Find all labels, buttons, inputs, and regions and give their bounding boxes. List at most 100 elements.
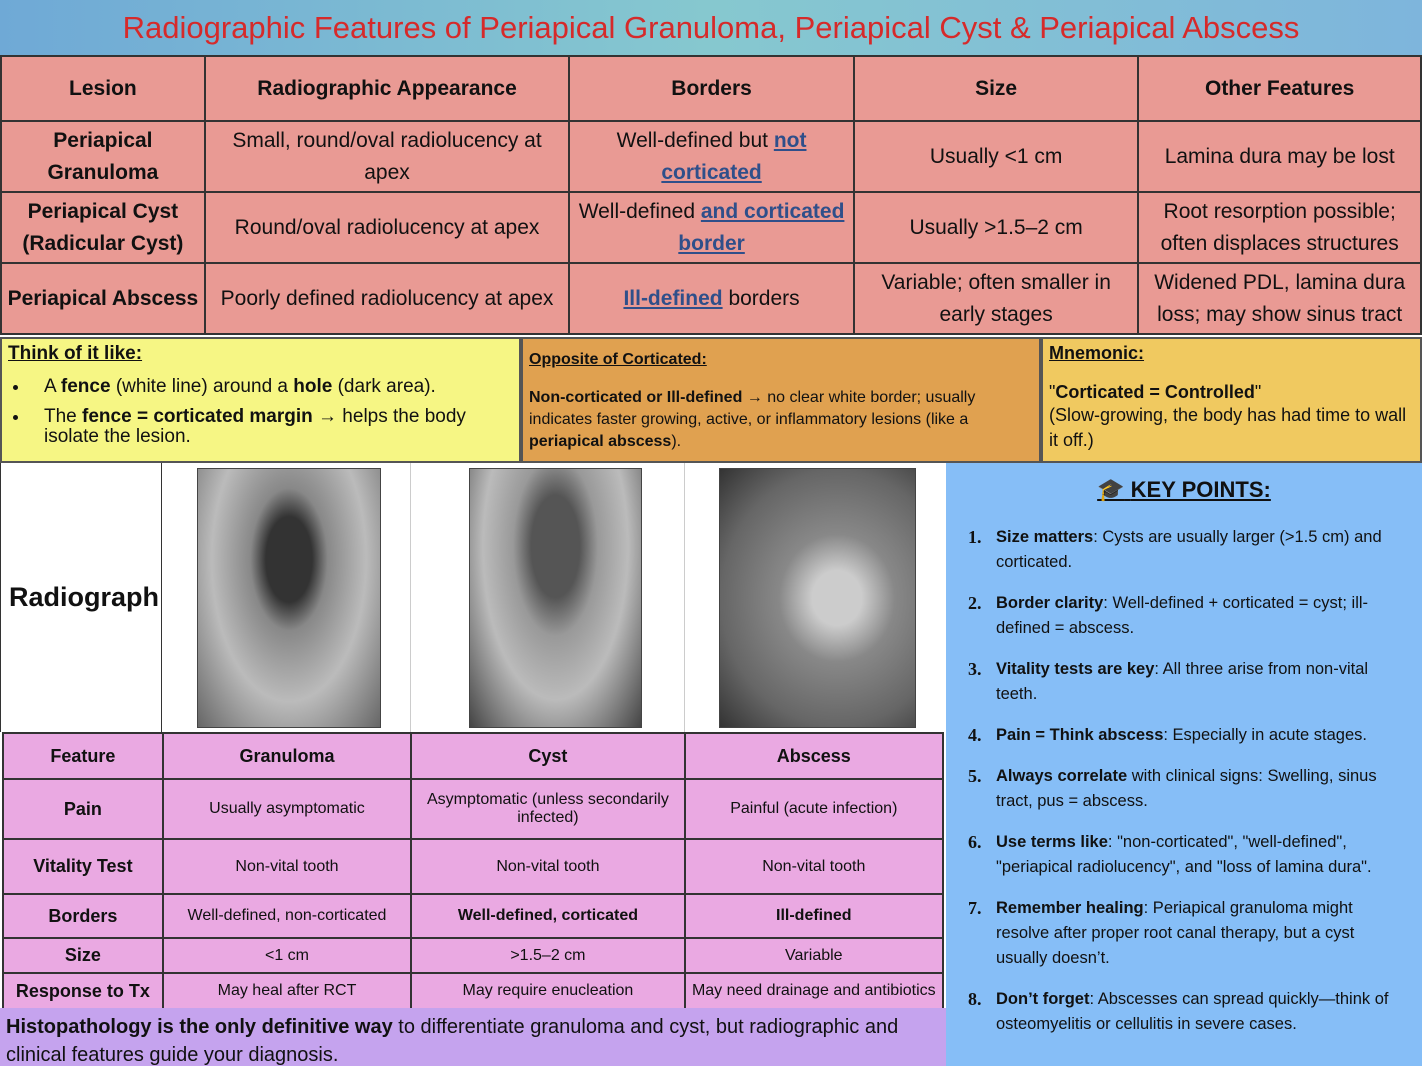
bold-text: Non-corticated or Ill-defined — [529, 389, 743, 406]
size-cell: Usually >1.5–2 cm — [852, 191, 1140, 264]
feature-cell: Pain — [2, 778, 164, 840]
bold-text: fence = corticated margin — [82, 406, 313, 427]
feature-cell: Size — [2, 937, 164, 974]
key-point-item: 5.Always correlate with clinical signs: … — [960, 764, 1408, 814]
key-point-item: 4.Pain = Think abscess: Especially in ac… — [960, 723, 1408, 748]
text: ). — [671, 433, 682, 450]
think-of-it-box: Think of it like: A fence (white line) a… — [0, 337, 521, 463]
bullet-item: The fence = corticated margin → helps th… — [30, 407, 513, 447]
cyst-cell: Well-defined, corticated — [410, 893, 686, 939]
bold-text: Don’t forget — [996, 990, 1090, 1008]
table-row: Vitality Test Non-vital tooth Non-vital … — [2, 838, 945, 895]
header-cell: Size — [852, 55, 1140, 122]
header-cell: Cyst — [410, 732, 686, 780]
text: : All three arise from non-vital teeth. — [996, 660, 1369, 703]
think-heading: Think of it like: — [8, 343, 143, 364]
table-header-row: Feature Granuloma Cyst Abscess — [2, 732, 945, 780]
mnemonic-box: Mnemonic: "Corticated = Controlled" (Slo… — [1041, 337, 1422, 463]
bold-text: Use terms like — [996, 833, 1108, 851]
table-row: Pain Usually asymptomatic Asymptomatic (… — [2, 778, 945, 840]
bold-text: Vitality tests are key — [996, 660, 1155, 678]
borders-link[interactable]: and corticated border — [678, 199, 845, 255]
size-cell: Usually <1 cm — [852, 120, 1140, 193]
abscess-radiograph-image — [719, 468, 916, 728]
item-text: Size matters: Cysts are usually larger (… — [996, 525, 1408, 575]
radiograph-section: Radiograph — [0, 463, 946, 732]
mnemonic-quote: "Corticated = Controlled" — [1049, 382, 1262, 402]
opposite-text: Non-corticated or Ill-defined → no clear… — [529, 387, 1033, 453]
text: : Cysts are usually larger (>1.5 cm) and… — [996, 528, 1382, 571]
granuloma-radiograph-image — [197, 468, 381, 728]
granuloma-cell: Usually asymptomatic — [161, 778, 413, 840]
abscess-cell: Painful (acute infection) — [683, 778, 945, 840]
borders-cell: Well-defined and corticated border — [568, 191, 855, 264]
table-row: Periapical Abscess Poorly defined radiol… — [0, 262, 1422, 335]
text: → helps the body isolate the lesion. — [44, 406, 466, 447]
item-number: 3. — [968, 659, 982, 679]
borders-cell: Well-defined but not corticated — [568, 120, 855, 193]
table-row: Periapical Cyst (Radicular Cyst) Round/o… — [0, 191, 1422, 264]
size-cell: Variable; often smaller in early stages — [852, 262, 1140, 335]
lesion-name: Periapical Granuloma — [0, 120, 206, 193]
borders-text: borders — [722, 286, 800, 310]
other-cell: Lamina dura may be lost — [1137, 120, 1422, 193]
feature-cell: Response to Tx — [2, 972, 164, 1010]
opposite-box: Opposite of Corticated: Non-corticated o… — [521, 337, 1041, 463]
key-point-item: 6.Use terms like: "non-corticated", "wel… — [960, 830, 1408, 880]
borders-link[interactable]: not corticated — [661, 128, 807, 184]
text: The — [44, 406, 83, 427]
table-row: Size <1 cm >1.5–2 cm Variable — [2, 937, 945, 974]
header-cell: Granuloma — [161, 732, 413, 780]
other-cell: Widened PDL, lamina dura loss; may show … — [1137, 262, 1422, 335]
key-point-item: 8. Don’t forget: Abscesses can spread qui… — [960, 987, 1408, 1037]
bold-text: Border clarity — [996, 594, 1104, 612]
text: : Periapical granuloma might resolve aft… — [996, 899, 1355, 967]
key-point-item: 2.Border clarity: Well-defined + cortica… — [960, 591, 1408, 641]
text: : Abscesses can spread quickly—think of … — [996, 990, 1389, 1033]
key-point-item: 3. Vitality tests are key: All three aris… — [960, 657, 1408, 707]
bold-text: Pain = Think abscess — [996, 726, 1164, 744]
bold-text: hole — [293, 376, 333, 397]
text: with clinical signs: Swelling, sinus tra… — [996, 767, 1377, 810]
table-row: Response to Tx May heal after RCT May re… — [2, 972, 945, 1010]
header-cell: Other Features — [1137, 55, 1422, 122]
text: (white line) around a — [110, 376, 294, 397]
feature-cell: Borders — [2, 893, 164, 939]
feature-cell: Vitality Test — [2, 838, 164, 895]
cyst-cell: Asymptomatic (unless secondarily infecte… — [410, 778, 686, 840]
table-row: Periapical Granuloma Small, round/oval r… — [0, 120, 1422, 193]
text: : "non-corticated", "well-defined", "per… — [996, 833, 1372, 876]
cyst-radiograph-image — [469, 468, 642, 728]
item-text: Use terms like: "non-corticated", "well-… — [996, 830, 1408, 880]
cyst-cell: Non-vital tooth — [410, 838, 686, 895]
header-cell: Abscess — [683, 732, 945, 780]
bold-text: Size matters — [996, 528, 1094, 546]
header-cell: Borders — [568, 55, 855, 122]
cyst-cell: May require enucleation — [410, 972, 686, 1010]
item-text: Vitality tests are key: All three arise … — [996, 657, 1408, 707]
bold-text: Always correlate — [996, 767, 1128, 785]
header-cell: Lesion — [0, 55, 206, 122]
granuloma-cell: <1 cm — [161, 937, 413, 974]
key-points-heading: 🎓 KEY POINTS: — [960, 477, 1408, 503]
bullet-item: A fence (white line) around a hole (dark… — [30, 377, 513, 397]
granuloma-cell: Well-defined, non-corticated — [161, 893, 413, 939]
appearance-cell: Small, round/oval radiolucency at apex — [203, 120, 571, 193]
comparison-table: Feature Granuloma Cyst Abscess Pain Usua… — [2, 732, 945, 1010]
bold-text: fence — [60, 376, 111, 397]
bold-text: Remember healing — [996, 899, 1144, 917]
text: : Well-defined + corticated = cyst; ill-… — [996, 594, 1369, 637]
granuloma-cell: Non-vital tooth — [161, 838, 413, 895]
lesion-table: Lesion Radiographic Appearance Borders S… — [0, 55, 1422, 335]
lesion-name: Periapical Cyst (Radicular Cyst) — [0, 191, 206, 264]
header-cell: Radiographic Appearance — [203, 55, 571, 122]
item-number: 8. — [968, 989, 982, 1009]
mnemonic-heading: Mnemonic: — [1049, 343, 1145, 363]
table-header-row: Lesion Radiographic Appearance Borders S… — [0, 55, 1422, 122]
borders-link[interactable]: Ill-defined — [623, 286, 723, 310]
text: A — [44, 376, 61, 397]
borders-cell: Ill-defined borders — [568, 262, 855, 335]
bold-text: periapical abscess — [529, 433, 672, 450]
bold-text: Corticated = Controlled — [1055, 382, 1255, 402]
cyst-cell: >1.5–2 cm — [410, 937, 686, 974]
